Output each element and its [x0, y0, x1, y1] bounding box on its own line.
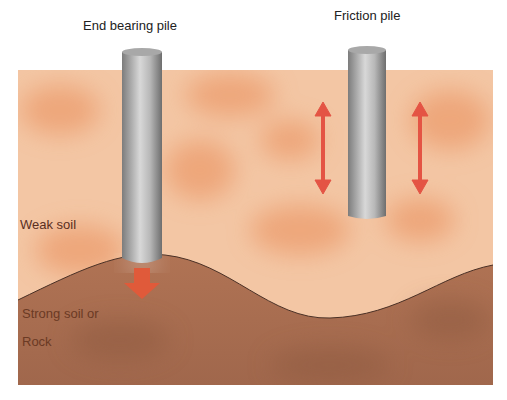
friction-arrows [315, 102, 428, 194]
weak-soil-fill [18, 70, 493, 385]
arrow-head [315, 180, 331, 194]
pile-top [348, 46, 386, 54]
soil-body [18, 70, 493, 385]
arrow-head [315, 102, 331, 116]
pile-label: Friction pile [334, 8, 454, 24]
end-bearing-pile [122, 48, 162, 268]
arrow-shaft [418, 112, 422, 184]
soil-blotches [20, 73, 490, 275]
soil-label: Strong soil or Rock [22, 300, 100, 356]
bearing-arrow [124, 268, 160, 299]
pile-top [122, 48, 162, 56]
pile-shaft [122, 52, 162, 263]
pile-label: End bearing pile [83, 18, 223, 34]
arrow-head [412, 180, 428, 194]
soil-label: Weak soil [20, 217, 140, 233]
arrow-head [412, 102, 428, 116]
strong-soil-fill [18, 254, 493, 385]
friction-pile [348, 46, 386, 219]
arrow-shaft [321, 112, 325, 184]
rock-blotches [70, 300, 490, 383]
pile-shaft [348, 50, 386, 219]
